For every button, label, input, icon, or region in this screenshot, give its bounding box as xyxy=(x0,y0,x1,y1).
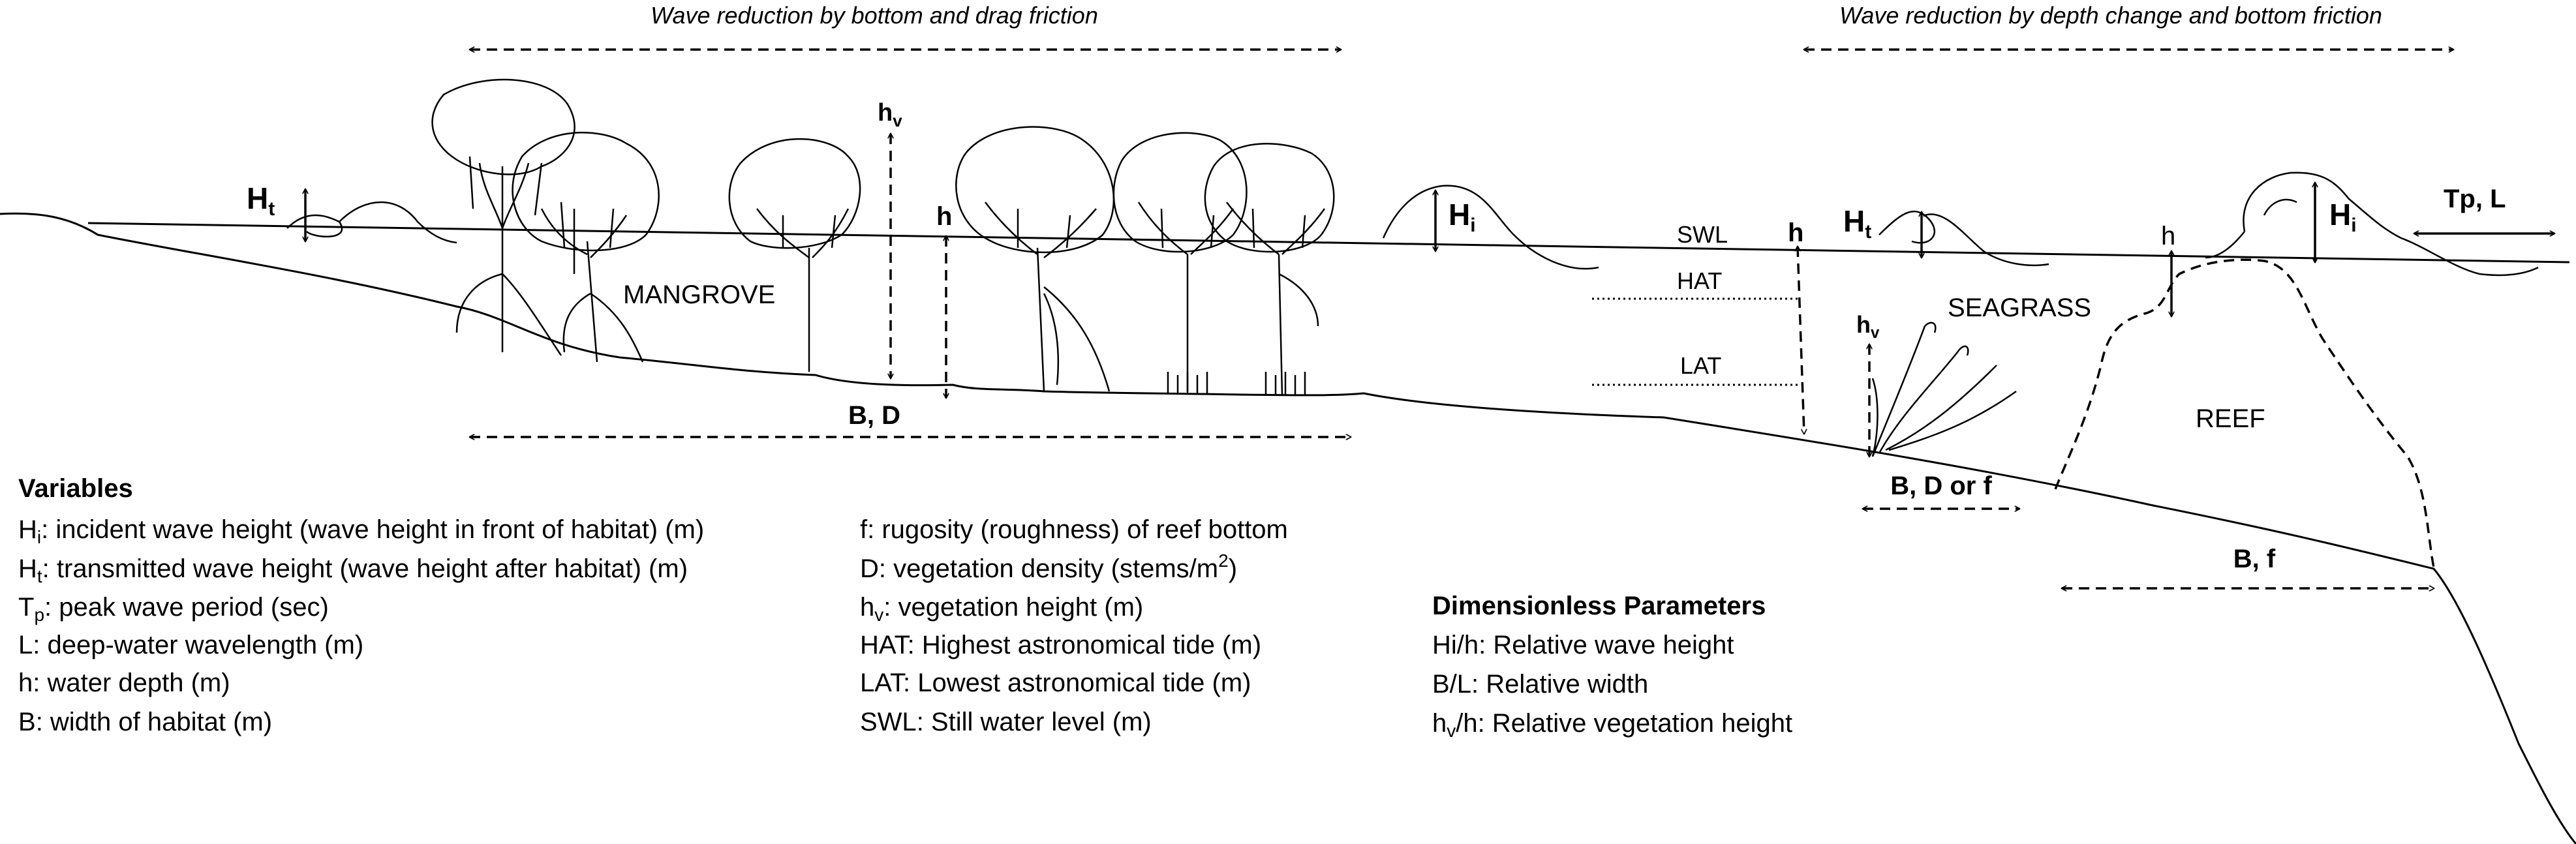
reef-wave-front xyxy=(2205,231,2245,259)
seagrass-label: SEAGRASS xyxy=(1948,294,2091,322)
ht-left-label: Ht xyxy=(247,181,275,220)
var-hi: Hi: incident wave height (wave height in… xyxy=(18,515,704,547)
hat-label: HAT xyxy=(1677,267,1722,294)
var-lat: LAT: Lowest astronomical tide (m) xyxy=(860,669,1251,697)
swl-label: SWL xyxy=(1677,221,1728,248)
reef-label: REEF xyxy=(2196,404,2265,433)
variables-heading: Variables xyxy=(18,474,133,503)
incident-wave-reef xyxy=(2243,172,2539,277)
h-reef-label: h xyxy=(2161,222,2175,250)
seagrass-plants xyxy=(1871,322,2017,457)
param-hi-h: Hi/h: Relative wave height xyxy=(1432,631,1734,659)
var-h: h: water depth (m) xyxy=(18,669,230,697)
ht-seagrass-label: Ht xyxy=(1843,204,1871,243)
var-b: B: width of habitat (m) xyxy=(18,708,272,736)
lat-label: LAT xyxy=(1680,352,1721,379)
var-hat: HAT: Highest astronomical tide (m) xyxy=(860,631,1261,659)
mangrove-trees xyxy=(431,78,1335,396)
reef-outline xyxy=(2054,258,2435,568)
var-ht: Ht: transmitted wave height (wave height… xyxy=(18,554,688,586)
h-mangrove-label: h xyxy=(936,202,952,231)
hv-mangrove-label: hv xyxy=(878,99,902,130)
var-tp: Tp: peak wave period (sec) xyxy=(18,593,329,625)
tp-l-label: Tp, L xyxy=(2444,185,2506,213)
h-seagrass-arrow xyxy=(1798,247,1804,434)
variables-col2: f: rugosity (roughness) of reef bottom D… xyxy=(860,515,1288,736)
b-d-mangrove-label: B, D xyxy=(848,401,900,430)
right-zone-title: Wave reduction by depth change and botto… xyxy=(1839,2,2382,29)
b-d-or-f-label: B, D or f xyxy=(1890,472,1992,500)
transmitted-wave-seagrass xyxy=(1878,210,2049,267)
hi-reef-label: Hi xyxy=(2329,198,2357,236)
param-hv-h: hv/h: Relative vegetation height xyxy=(1432,709,1792,741)
dimensionless-heading: Dimensionless Parameters xyxy=(1432,592,1766,620)
hi-mangrove-label: Hi xyxy=(1449,198,1476,236)
var-f: f: rugosity (roughness) of reef bottom xyxy=(860,515,1288,544)
transmitted-wave-left xyxy=(286,201,457,244)
h-seagrass-label: h xyxy=(1788,219,1803,247)
b-f-reef-label: B, f xyxy=(2233,545,2276,573)
param-b-l: B/L: Relative width xyxy=(1432,670,1648,699)
left-zone-title: Wave reduction by bottom and drag fricti… xyxy=(651,2,1098,29)
incident-wave-mangrove xyxy=(1382,185,1599,270)
var-swl: SWL: Still water level (m) xyxy=(860,708,1152,736)
var-d: D: vegetation density (stems/m2) xyxy=(860,550,1237,583)
hv-seagrass-label: hv xyxy=(1856,311,1880,342)
mangrove-label: MANGROVE xyxy=(623,280,775,309)
still-water-level-line xyxy=(87,222,2570,264)
seabed-profile xyxy=(0,212,2576,844)
variables-col1: Hi: incident wave height (wave height in… xyxy=(18,515,704,736)
var-l: L: deep-water wavelength (m) xyxy=(18,631,363,659)
var-hv: hv: vegetation height (m) xyxy=(860,593,1143,625)
